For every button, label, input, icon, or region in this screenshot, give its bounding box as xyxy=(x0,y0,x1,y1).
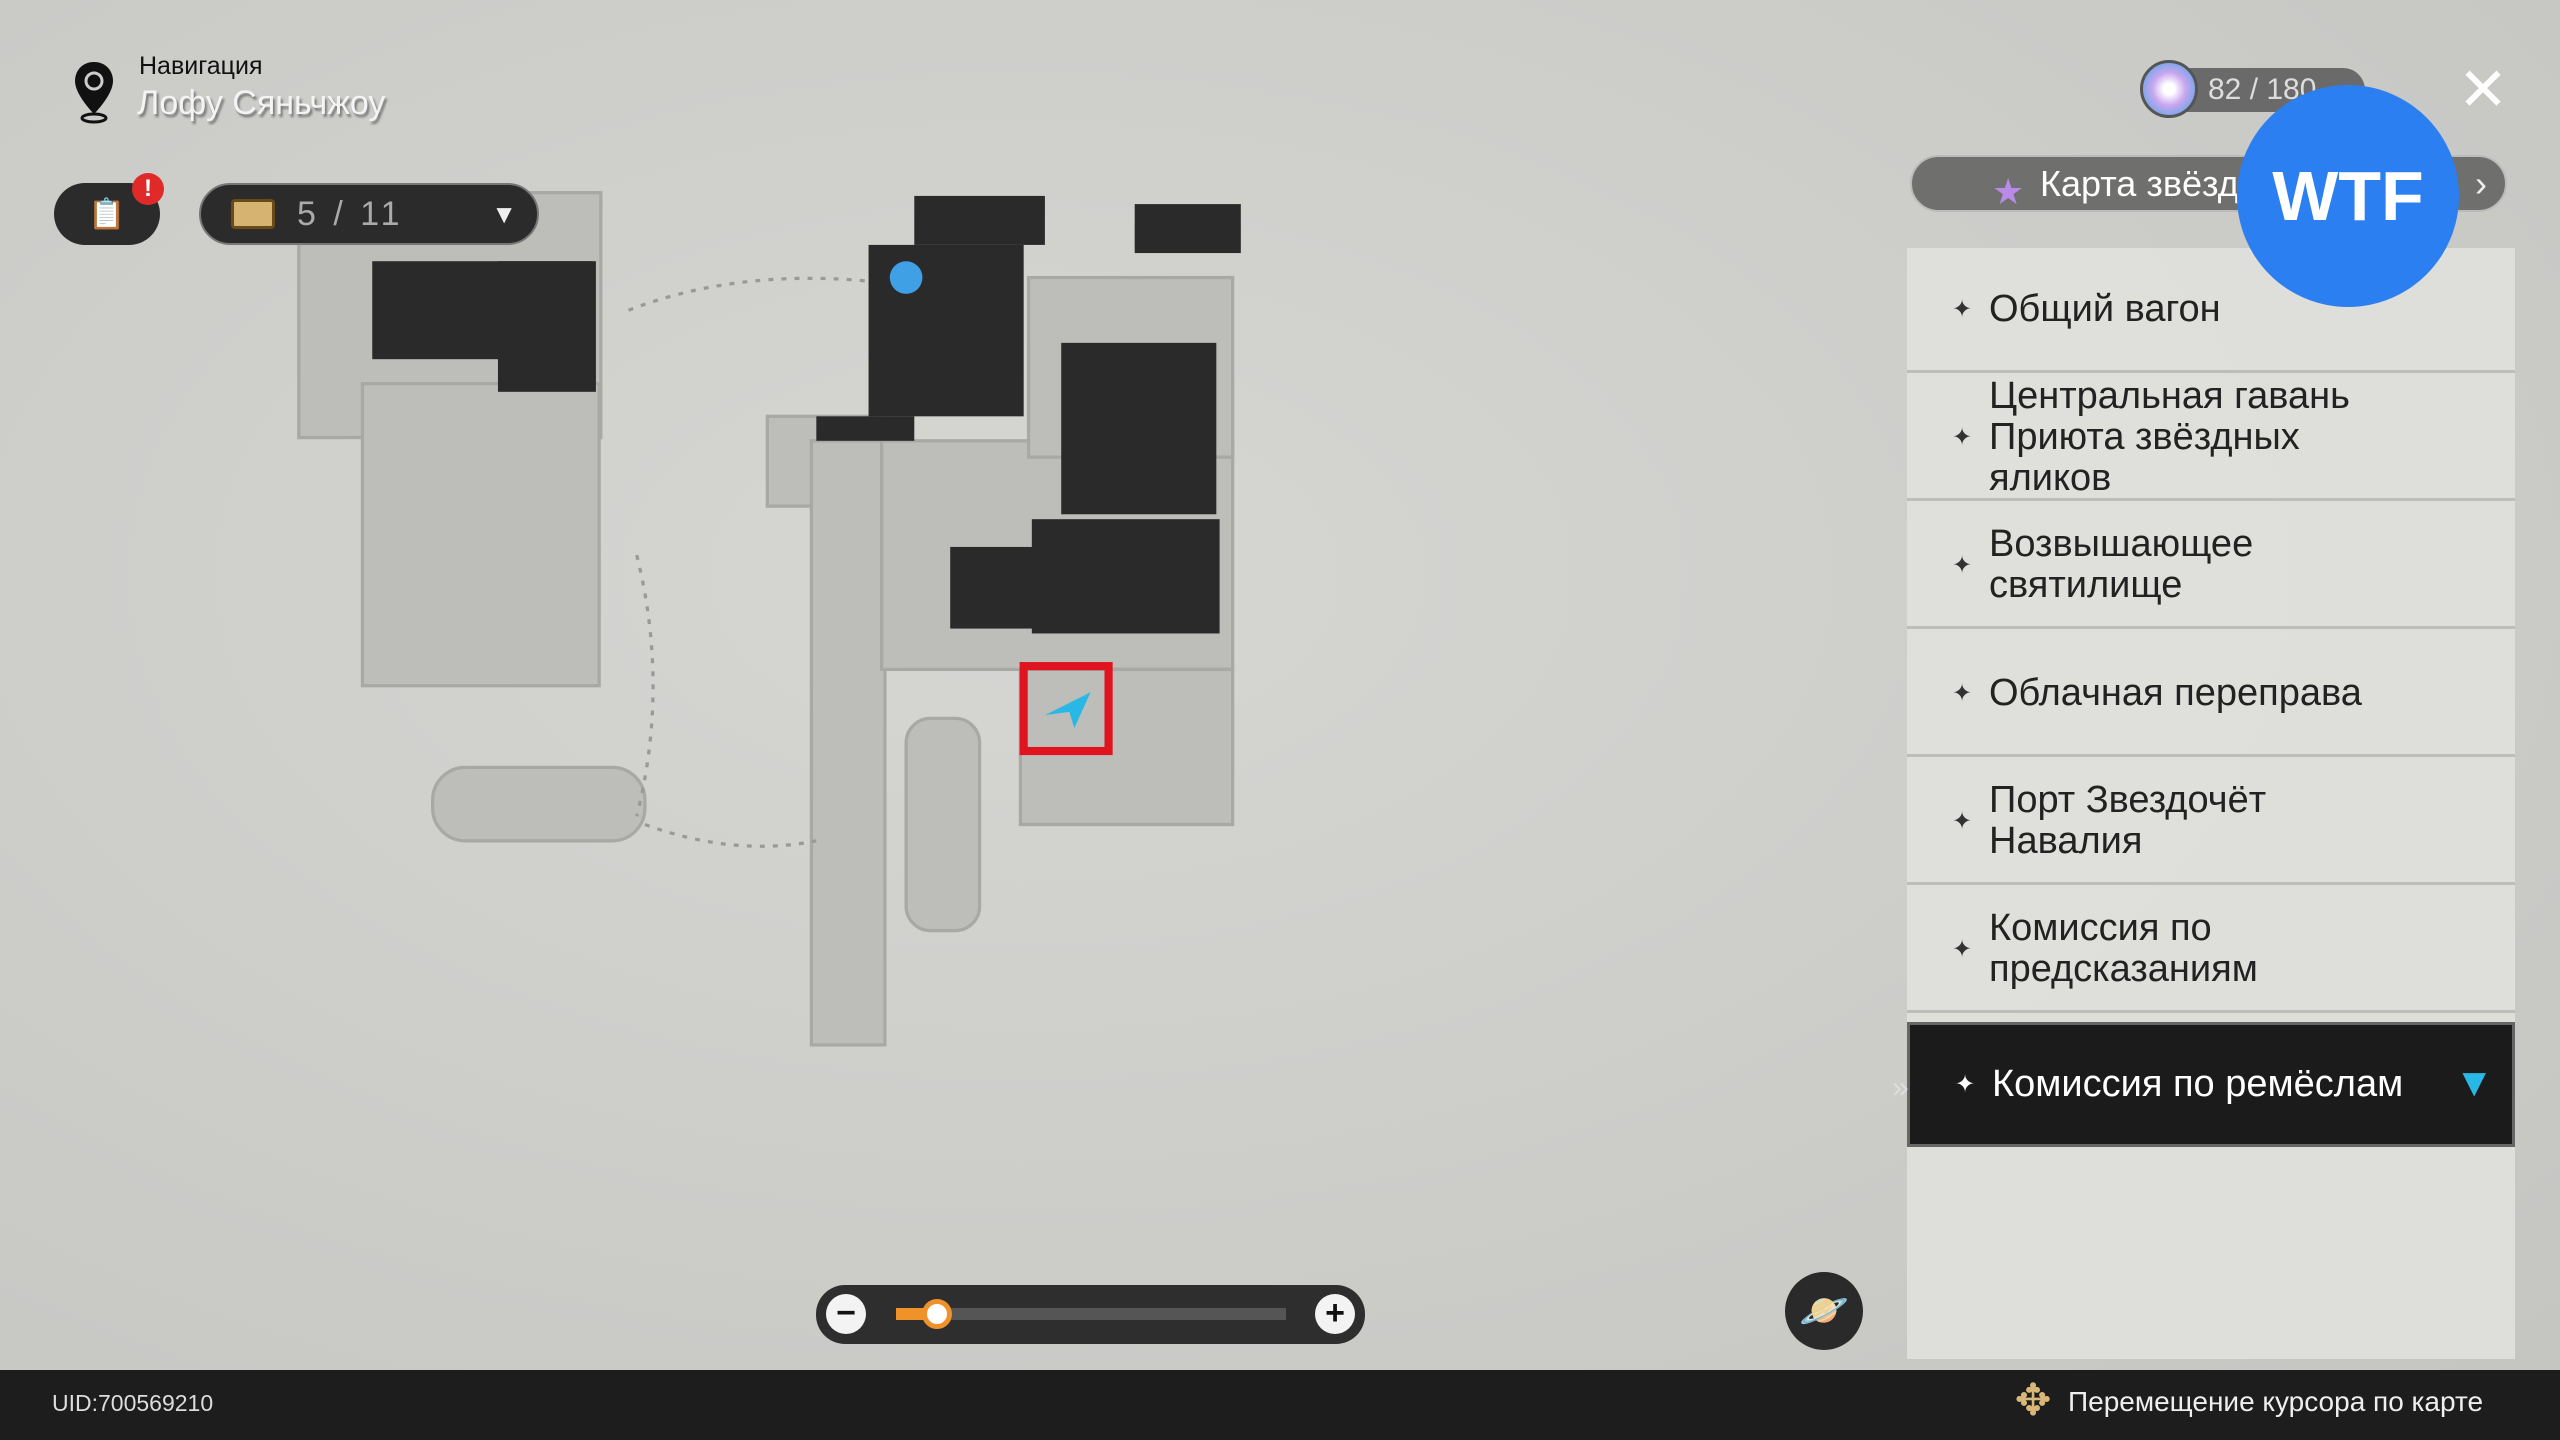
chest-count: 5 / 11 xyxy=(297,194,404,233)
map-area-explored xyxy=(816,416,915,441)
map-area-explored xyxy=(914,195,1045,245)
area-item[interactable]: ✦ Общий вагон xyxy=(1907,248,2515,373)
path-line xyxy=(635,554,655,817)
map-area xyxy=(809,439,887,1047)
location-name: Лофу Сяньчжоу xyxy=(137,84,386,122)
overlay-badge: WTF xyxy=(2237,85,2459,307)
path-line xyxy=(644,822,817,848)
teleport-anchor-icon xyxy=(889,261,923,294)
sparkle-icon: ✦ xyxy=(1952,807,1973,835)
map-area xyxy=(360,382,601,688)
sparkle-icon: ✦ xyxy=(1952,551,1973,579)
zoom-track[interactable] xyxy=(896,1308,1286,1320)
sparkle-icon: ✦ xyxy=(1952,295,1973,323)
trailblaze-power-icon xyxy=(2140,60,2198,118)
cursor-move-icon: ✥ xyxy=(2014,1376,2052,1425)
alert-badge: ! xyxy=(132,173,164,205)
zoom-slider[interactable]: − + xyxy=(816,1285,1365,1344)
sparkle-icon: ✦ xyxy=(1952,935,1973,963)
footer-bar xyxy=(0,1370,2560,1440)
planet-button[interactable]: 🪐 xyxy=(1785,1272,1863,1350)
zoom-out-button[interactable]: − xyxy=(826,1294,866,1334)
sparkle-icon: ✦ xyxy=(1952,423,1973,451)
map-area-explored xyxy=(1134,204,1241,254)
area-item[interactable]: ✦ Центральная гавань Приюта звёздных ялик… xyxy=(1907,374,2515,501)
current-location-highlight xyxy=(1019,662,1113,756)
nav-title: Навигация xyxy=(139,52,263,80)
area-label: Комиссия по ремёслам xyxy=(1992,1063,2404,1105)
chest-counter-dropdown[interactable]: 5 / 11 ▼ xyxy=(199,183,539,245)
planet-icon: 🪐 xyxy=(1799,1289,1849,1333)
zoom-in-button[interactable]: + xyxy=(1315,1294,1355,1334)
player-arrow-icon xyxy=(1044,692,1091,729)
area-label: Облачная переправа xyxy=(1989,671,2362,714)
area-label: Возвышающее святилище xyxy=(1989,523,2254,606)
area-item-selected[interactable]: » ✦ Комиссия по ремёслам ▼ xyxy=(1892,1022,2515,1147)
chevron-right-icon: › xyxy=(2475,163,2487,204)
location-pin-icon xyxy=(72,60,116,129)
map-area xyxy=(904,716,982,933)
area-item[interactable]: ✦ Порт Звездочёт Навалия xyxy=(1907,760,2515,885)
area-label: Общий вагон xyxy=(1989,287,2221,330)
area-item[interactable]: ✦ Облачная переправа xyxy=(1907,632,2515,757)
map-area-explored xyxy=(950,546,1073,629)
tasks-button[interactable]: 📋 xyxy=(54,183,160,245)
area-label: Порт Звездочёт Навалия xyxy=(1989,779,2267,862)
area-label: Центральная гавань Приюта звёздных ялико… xyxy=(1989,374,2350,499)
area-item[interactable]: ✦ Комиссия по предсказаниям xyxy=(1907,888,2515,1013)
player-location-icon: ▼ xyxy=(2454,1061,2494,1105)
zoom-handle[interactable] xyxy=(922,1299,953,1329)
control-hint: Перемещение курсора по карте xyxy=(2068,1386,2484,1417)
path-line xyxy=(627,276,866,312)
chevron-down-icon[interactable]: ▼ xyxy=(491,199,517,229)
chest-icon xyxy=(231,199,275,229)
map-area-explored xyxy=(497,261,596,392)
map-area-explored xyxy=(1061,342,1217,515)
area-label: Комиссия по предсказаниям xyxy=(1989,907,2258,990)
star-icon: ★ xyxy=(1992,171,2025,212)
close-button[interactable]: ✕ xyxy=(2457,56,2509,123)
map-area xyxy=(431,765,647,843)
area-list-panel: ✦ Общий вагон ✦ Центральная гавань Приюта … xyxy=(1892,248,2515,1359)
uid-label: UID:700569210 xyxy=(52,1390,214,1416)
sparkle-icon: ✦ xyxy=(1952,679,1973,707)
star-map-label: Карта звёзд xyxy=(2040,163,2239,204)
selection-arrow-icon: » xyxy=(1892,1071,1909,1104)
clipboard-icon: 📋 xyxy=(88,197,126,231)
area-item[interactable]: ✦ Возвышающее святилище xyxy=(1907,504,2515,629)
sparkle-icon: ✦ xyxy=(1955,1071,1976,1098)
